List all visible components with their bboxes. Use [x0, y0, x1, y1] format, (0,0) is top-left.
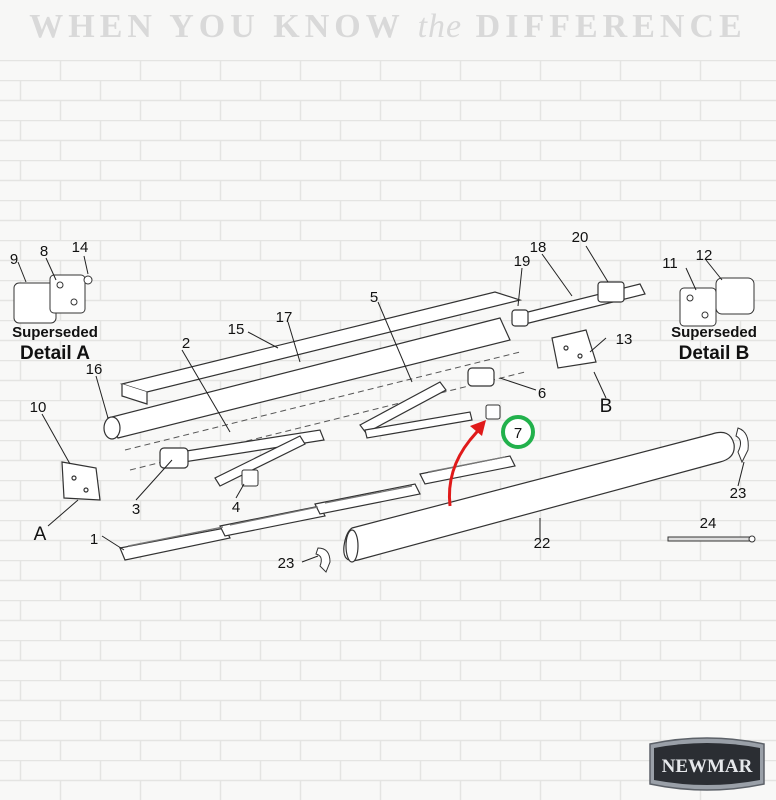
- detail-labels: Superseded Detail A Superseded Detail B …: [12, 324, 757, 545]
- right-end-cap: [551, 329, 597, 369]
- part-7-bracket: [485, 404, 501, 420]
- part-label-1: 1: [90, 531, 98, 548]
- view-label-a: A: [34, 524, 47, 545]
- part-label-8: 8: [40, 243, 48, 260]
- leader-lines: [17, 245, 745, 563]
- superseded-label-b: Superseded: [671, 324, 757, 341]
- detail-label-a: Detail A: [20, 343, 90, 364]
- part-label-23-right: 23: [730, 485, 747, 502]
- part-label-14: 14: [72, 239, 89, 256]
- assembly-guide-line: [124, 351, 526, 471]
- superseded-detail-a-parts: [13, 274, 93, 324]
- part-label-23-left: 23: [278, 555, 295, 572]
- part-label-17: 17: [276, 309, 293, 326]
- left-end-cap: [61, 461, 101, 501]
- part-4-bracket: [241, 469, 259, 487]
- part-label-9: 9: [10, 251, 18, 268]
- newmar-logo: NEWMAR: [649, 737, 765, 791]
- part-label-20: 20: [572, 229, 589, 246]
- highlight-arrow-head: [470, 420, 486, 436]
- arm-5: [359, 367, 495, 439]
- part-label-13: 13: [616, 331, 633, 348]
- awning-cover: [119, 291, 523, 405]
- highlight-arrow: [447, 425, 484, 507]
- part-label-16: 16: [86, 361, 103, 378]
- part-label-3: 3: [132, 501, 140, 518]
- tagline: WHEN YOU KNOW the DIFFERENCE: [29, 8, 747, 45]
- part-label-6: 6: [538, 385, 546, 402]
- bar-18: [511, 281, 646, 327]
- part-label-22: 22: [534, 535, 551, 552]
- part-label-10: 10: [30, 399, 47, 416]
- view-label-b: B: [600, 396, 613, 417]
- lower-rail: [119, 455, 516, 561]
- part-label-12: 12: [696, 247, 713, 264]
- svg-text:NEWMAR: NEWMAR: [662, 756, 753, 777]
- superseded-label-a: Superseded: [12, 324, 98, 341]
- part-label-7: 7: [514, 425, 522, 442]
- part-label-11: 11: [662, 255, 678, 272]
- arm-2: [159, 429, 325, 487]
- part-label-2: 2: [182, 335, 190, 352]
- detail-label-b: Detail B: [679, 343, 750, 364]
- superseded-detail-b-parts: [679, 277, 755, 327]
- end-bracket-23-right: [735, 427, 749, 464]
- rod-24: [667, 535, 756, 543]
- part-label-24: 24: [700, 515, 717, 532]
- part-label-15: 15: [228, 321, 245, 338]
- roller-tube: [103, 317, 511, 440]
- part-label-4: 4: [232, 499, 240, 516]
- front-bar: [343, 431, 735, 563]
- part-label-18: 18: [530, 239, 547, 256]
- part-label-19: 19: [514, 253, 531, 270]
- part-numbers: 9 8 14 2 15 17 5 16 10 19 18 20 3 4 6 7 …: [10, 229, 747, 572]
- end-bracket-23-left: [315, 547, 331, 573]
- highlight-circle: [501, 415, 535, 449]
- part-label-5: 5: [370, 289, 378, 306]
